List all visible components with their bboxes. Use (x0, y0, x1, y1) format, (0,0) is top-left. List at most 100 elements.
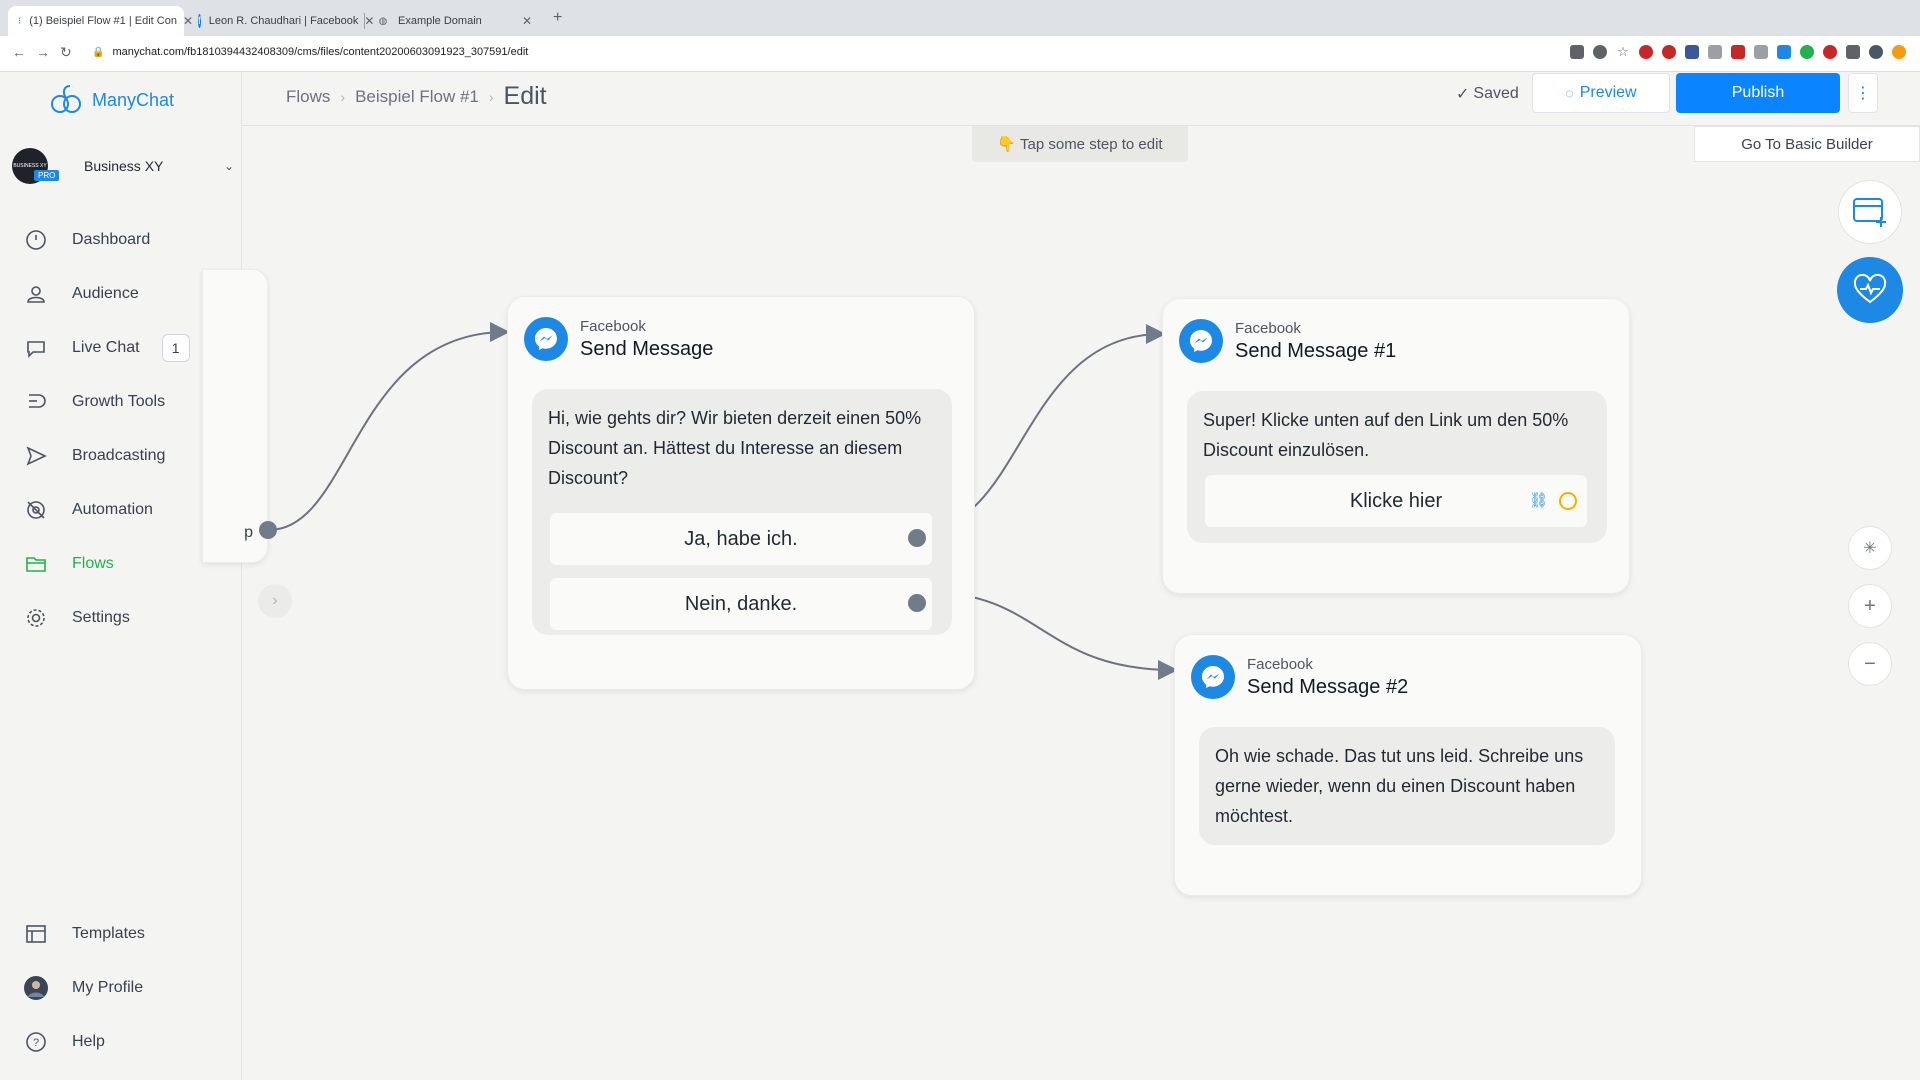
chevron-right-icon: › (340, 88, 346, 105)
expand-left-button[interactable]: › (258, 584, 292, 618)
flow-health-button[interactable] (1837, 257, 1903, 323)
profile-avatar[interactable] (1869, 45, 1883, 59)
extension-icon[interactable] (1685, 45, 1699, 59)
reload-icon[interactable]: ↻ (60, 44, 72, 60)
publish-button[interactable]: Publish (1676, 73, 1840, 113)
add-step-icon (1853, 198, 1886, 227)
lock-icon: 🔒 (92, 46, 105, 58)
button-output-port[interactable] (1559, 492, 1577, 510)
message-bubble[interactable]: Oh wie schade. Das tut uns leid. Schreib… (1199, 727, 1615, 845)
sidebar-item-dashboard[interactable]: Dashboard (24, 222, 224, 258)
audience-icon (24, 282, 48, 306)
sidebar-item-label: Growth Tools (72, 393, 166, 410)
facebook-icon: f (198, 14, 201, 28)
sidebar-item-label: My Profile (72, 979, 144, 996)
close-icon[interactable]: ✕ (364, 14, 375, 28)
sidebar-item-label: Automation (72, 501, 153, 518)
channel-label: Facebook (1247, 655, 1313, 673)
sidebar-item-my-profile[interactable]: My Profile (24, 970, 224, 1006)
message-text: Super! Klicke unten auf den Link um den … (1203, 410, 1569, 460)
connector-start-to-send-message (268, 322, 510, 531)
messenger-icon (1191, 655, 1235, 699)
svg-text:?: ? (33, 1037, 39, 1049)
tab-label: Example Domain (398, 15, 482, 27)
sidebar-item-automation[interactable]: Automation (24, 492, 224, 528)
sidebar-item-help[interactable]: ? Help (24, 1024, 224, 1060)
channel-label: Facebook (580, 317, 646, 335)
go-to-basic-builder-button[interactable]: Go To Basic Builder (1694, 126, 1920, 162)
sidebar-item-live-chat[interactable]: Live Chat 1 (24, 330, 224, 366)
flow-card-send-message-1[interactable]: Facebook Send Message #1 Super! Klicke u… (1162, 298, 1630, 594)
quick-reply-yes[interactable]: Ja, habe ich. (550, 513, 932, 565)
sidebar-item-label: Templates (72, 925, 145, 942)
account-switcher[interactable]: BUSINESS XY PRO Business XY ⌄ (12, 144, 234, 188)
new-tab-button[interactable]: + (553, 9, 563, 26)
close-icon[interactable]: ✕ (182, 14, 194, 28)
more-vertical-icon: ⋮ (1855, 85, 1871, 102)
sidebar-item-broadcasting[interactable]: Broadcasting (24, 438, 224, 474)
flow-canvas[interactable]: 👇 Tap some step to edit Go To Basic Buil… (202, 126, 1920, 1080)
zoom-icon[interactable] (1593, 45, 1607, 59)
sidebar-item-growth-tools[interactable]: Growth Tools (24, 384, 224, 420)
extension-icon[interactable] (1777, 45, 1791, 59)
preview-button[interactable]: ◌ Preview (1532, 73, 1670, 113)
publish-label: Publish (1731, 84, 1785, 101)
dashboard-icon (24, 228, 48, 252)
forward-icon[interactable]: → (36, 44, 50, 60)
zoom-out-button[interactable]: − (1848, 642, 1892, 686)
preview-label: Preview (1579, 84, 1637, 101)
browser-tab[interactable]: f Leon R. Chaudhari | Facebook ✕ (188, 6, 374, 36)
zoom-in-button[interactable]: + (1848, 584, 1892, 628)
extensions-row: ☆ (1570, 44, 1906, 59)
chevron-right-icon: › (488, 88, 494, 105)
folder-icon (24, 552, 48, 576)
sidebar-item-settings[interactable]: Settings (24, 600, 224, 636)
sidebar-item-audience[interactable]: Audience (24, 276, 224, 312)
breadcrumb-flow-name[interactable]: Beispiel Flow #1 (355, 86, 479, 106)
add-step-button[interactable] (1838, 180, 1902, 244)
browser-tab[interactable]: ◍ Example Domain ✕ (366, 6, 542, 36)
browser-tab-active[interactable]: ⁝ (1) Beispiel Flow #1 | Edit Con ✕ (8, 6, 193, 36)
sidebar-item-label: Flows (72, 555, 114, 572)
sidebar-item-templates[interactable]: Templates (24, 916, 224, 952)
more-options-button[interactable]: ⋮ (1848, 73, 1878, 113)
breadcrumb: Flows › Beispiel Flow #1 › Edit (286, 82, 547, 111)
flow-connectors (268, 322, 1178, 680)
sidebar-item-flows[interactable]: Flows (24, 546, 224, 582)
extension-icon[interactable] (1754, 45, 1768, 59)
translate-icon[interactable] (1570, 45, 1584, 59)
url-field[interactable]: 🔒 manychat.com/fb181039443240830​9/cms/f… (92, 46, 528, 58)
magic-arrange-button[interactable]: ✳ (1848, 526, 1892, 570)
globe-icon: ◍ (378, 15, 388, 27)
quick-reply-no-port[interactable] (908, 594, 926, 612)
quick-reply-no[interactable]: Nein, danke. (550, 578, 932, 630)
sidebar: ManyChat BUSINESS XY PRO Business XY ⌄ D… (0, 72, 242, 1080)
star-icon[interactable]: ☆ (1617, 44, 1629, 59)
quick-reply-label: Ja, habe ich. (684, 527, 798, 550)
edit-hint: 👇 Tap some step to edit (972, 126, 1188, 162)
extension-icon[interactable] (1800, 45, 1814, 59)
breadcrumb-flows[interactable]: Flows (286, 86, 331, 106)
saved-label: Saved (1473, 85, 1519, 102)
extension-icon[interactable] (1823, 45, 1837, 59)
extension-icon[interactable] (1662, 45, 1676, 59)
card-header: Facebook Send Message #1 (1179, 319, 1396, 363)
back-icon[interactable]: ← (12, 44, 26, 60)
extension-icon[interactable] (1639, 45, 1653, 59)
sidebar-item-label: Dashboard (72, 231, 151, 248)
link-button-klicke-hier[interactable]: Klicke hier (1205, 475, 1587, 527)
flow-card-send-message-2[interactable]: Facebook Send Message #2 Oh wie schade. … (1174, 634, 1642, 896)
close-icon[interactable]: ✕ (521, 14, 532, 28)
update-icon[interactable] (1892, 45, 1906, 59)
card-title: Send Message #1 (1235, 339, 1397, 362)
sidebar-item-label: Settings (72, 609, 130, 626)
quick-reply-yes-port[interactable] (908, 529, 926, 547)
extension-icon[interactable] (1731, 45, 1745, 59)
start-node-partial[interactable]: p (202, 269, 268, 563)
start-node-output-port[interactable] (259, 521, 277, 539)
manychat-logo[interactable]: ManyChat (48, 82, 174, 118)
browser-tab-bar: ⁝ (1) Beispiel Flow #1 | Edit Con ✕ f Le… (0, 0, 1920, 36)
media-icon[interactable] (1846, 45, 1860, 59)
extension-icon[interactable] (1708, 45, 1722, 59)
flow-card-send-message[interactable]: Facebook Send Message Hi, wie gehts dir?… (507, 296, 975, 690)
